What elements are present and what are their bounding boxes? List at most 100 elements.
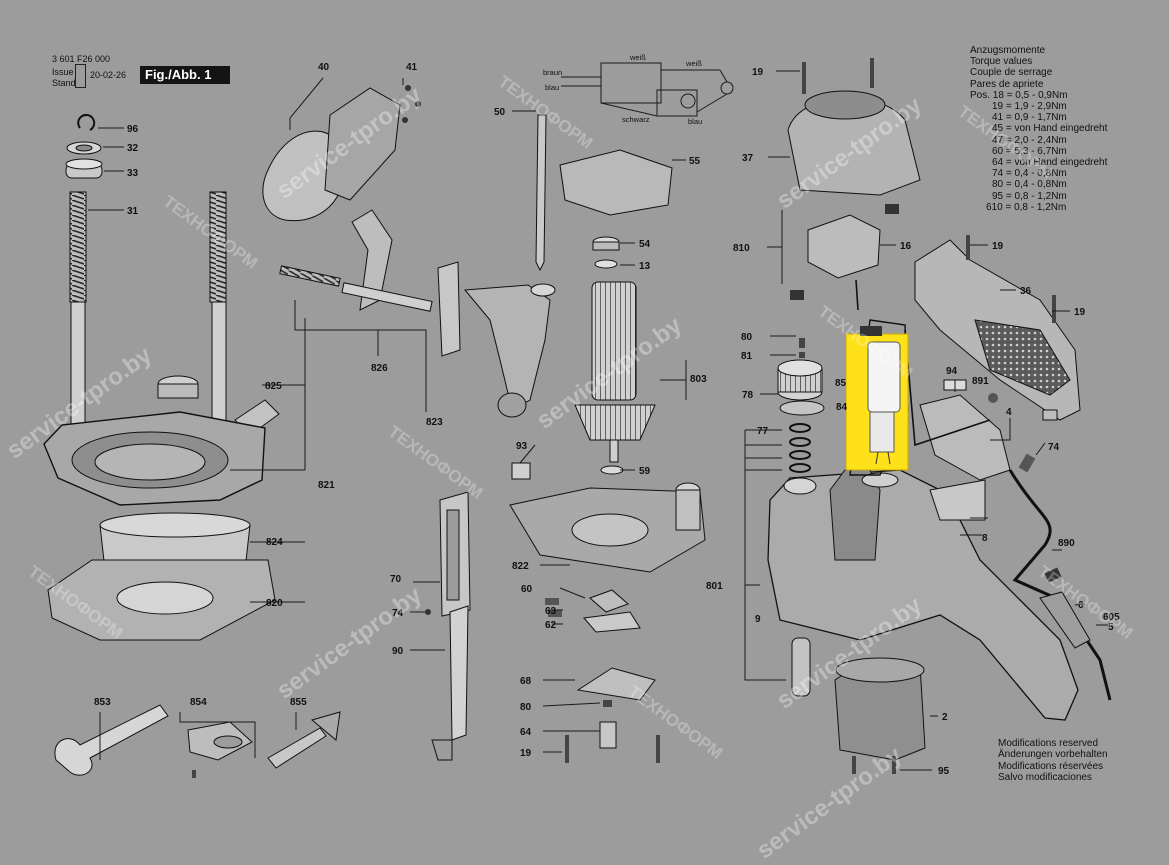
modifications-line: Modifications réservées: [998, 760, 1104, 772]
part-number-80: 80: [741, 332, 753, 343]
part-number-824: 824: [266, 537, 283, 548]
part-number-74: 74: [392, 608, 404, 619]
part-number-854: 854: [190, 697, 207, 708]
part-number-64: 64: [520, 727, 532, 738]
torque-title: Anzugsmomente: [970, 45, 1046, 56]
wire-label: blau: [545, 83, 559, 92]
figure-title: Fig./Abb. 1: [140, 66, 230, 84]
part-number-55: 55: [689, 156, 701, 167]
part-number-803: 803: [690, 374, 707, 385]
modifications-line: Modifications reserved: [998, 738, 1099, 749]
part-number-19: 19: [752, 67, 764, 78]
wiring-schematic: [561, 62, 734, 117]
motor-housing-assembly: [767, 58, 1112, 774]
part-number-891: 891: [972, 376, 989, 387]
part-number-41: 41: [406, 62, 418, 73]
torque-row: 19 = 1,9 - 2,9Nm: [992, 101, 1067, 113]
issue-label: Issue: [52, 67, 74, 77]
part-number-36: 36: [1020, 286, 1032, 297]
part-number-19: 19: [1074, 307, 1086, 318]
torque-row: 60 = 5,3 - 6,7Nm: [992, 145, 1067, 157]
parts-drawing: braun blau weiß weiß schwarz blau: [43, 53, 1120, 778]
doc-number: 3 601 F26 000: [52, 54, 111, 64]
torque-row: 95 = 0,8 - 1,2Nm: [992, 190, 1067, 202]
part-number-8: 8: [982, 533, 988, 544]
modifications-line: Änderungen vorbehalten: [998, 749, 1108, 761]
part-number-19: 19: [520, 748, 532, 759]
torque-row: 45 = von Hand eingedreht: [992, 123, 1108, 135]
revision-date: 20-02-26: [90, 70, 127, 80]
wire-label: schwarz: [622, 115, 650, 124]
part-number-70: 70: [390, 574, 402, 585]
plunge-base-assembly: [43, 113, 280, 641]
part-number-33: 33: [127, 168, 139, 179]
part-number-2: 2: [942, 712, 948, 723]
part-number-90: 90: [392, 646, 404, 657]
torque-table: Anzugsmomente Torque values Couple de se…: [970, 45, 1107, 213]
revision-box: [75, 64, 86, 88]
torque-row: 41 = 0,9 - 1,7Nm: [992, 112, 1067, 124]
torque-title: Torque values: [970, 56, 1033, 68]
wire-label: weiß: [685, 59, 702, 68]
part-number-40: 40: [318, 62, 330, 73]
part-number-13: 13: [639, 261, 651, 272]
part-number-822: 822: [512, 561, 529, 572]
stand-label: Stand: [52, 78, 76, 88]
modifications-line: Salvo modificaciones: [998, 772, 1092, 784]
part-number-60: 60: [521, 584, 533, 595]
part-number-823: 823: [426, 417, 443, 428]
part-number-820: 820: [266, 598, 283, 609]
part-number-93: 93: [516, 441, 528, 452]
part-number-84: 84: [836, 402, 848, 413]
part-number-62: 62: [545, 620, 557, 631]
part-number-32: 32: [127, 143, 139, 154]
part-number-77: 77: [757, 426, 769, 437]
part-number-80: 80: [520, 702, 532, 713]
leader-lines: [88, 70, 1108, 771]
part-number-890: 890: [1058, 538, 1075, 549]
part-number-31: 31: [127, 206, 139, 217]
modifications-note: Modifications reserved Änderungen vorbeh…: [998, 738, 1108, 784]
part-number-95: 95: [938, 766, 950, 777]
torque-row: Pos. 18 = 0,5 - 0,9Nm: [970, 89, 1068, 101]
part-number-59: 59: [639, 466, 651, 477]
part-number-853: 853: [94, 697, 111, 708]
wiring-labels: braun blau weiß weiß schwarz blau: [543, 53, 702, 126]
part-number-9: 9: [755, 614, 761, 625]
torque-row: 74 = 0,4 - 0,8Nm: [992, 168, 1067, 180]
part-number-826: 826: [371, 363, 388, 374]
torque-row: 610 = 0,8 - 1,2Nm: [986, 201, 1067, 213]
part-number-37: 37: [742, 153, 754, 164]
part-number-6: 6: [1078, 600, 1084, 611]
handle-assembly: [262, 85, 556, 418]
part-number-4: 4: [1006, 407, 1012, 418]
part-number-68: 68: [520, 676, 532, 687]
part-number-74: 74: [1048, 442, 1060, 453]
part-number-821: 821: [318, 480, 335, 491]
tools: [54, 704, 341, 778]
torque-row: 47 = 2,0 - 2,4Nm: [992, 134, 1067, 146]
torque-title: Pares de apriete: [970, 78, 1044, 90]
depth-gauge: [425, 491, 471, 761]
part-number-810: 810: [733, 243, 750, 254]
exploded-parts-diagram: 3 601 F26 000 Issue Stand 20-02-26 Fig./…: [2, 45, 1136, 865]
part-number-78: 78: [742, 390, 754, 401]
wire-label: weiß: [629, 53, 646, 62]
part-number-5: 5: [1108, 622, 1114, 633]
part-number-16: 16: [900, 241, 912, 252]
part-number-50: 50: [494, 107, 506, 118]
part-number-96: 96: [127, 124, 139, 135]
part-number-825: 825: [265, 381, 282, 392]
torque-title: Couple de serrage: [970, 67, 1053, 79]
part-number-855: 855: [290, 697, 307, 708]
part-number-54: 54: [639, 239, 651, 250]
torque-row: 64 = von Hand eingedreht: [992, 157, 1108, 169]
part-number-801: 801: [706, 581, 723, 592]
wire-label: blau: [688, 117, 702, 126]
wire-label: braun: [543, 68, 562, 77]
part-number-605: 605: [1103, 612, 1120, 623]
armature-assembly: [509, 114, 706, 763]
torque-row: 80 = 0,4 - 0,8Nm: [992, 179, 1067, 191]
part-number-85: 85: [835, 378, 847, 389]
